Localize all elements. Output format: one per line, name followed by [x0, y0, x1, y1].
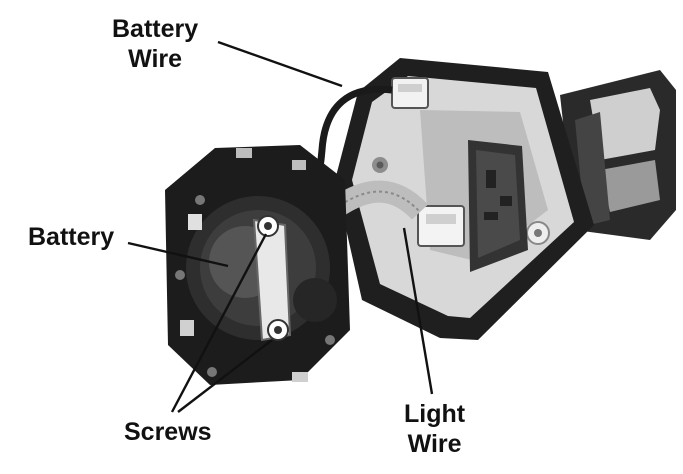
battery-label: Battery — [28, 222, 114, 252]
light-wire-connector — [417, 205, 465, 247]
screws-label-text: Screws — [124, 418, 212, 446]
circuit-board — [468, 140, 528, 272]
leader-light-wire — [402, 227, 434, 395]
battery-label-text: Battery — [28, 223, 115, 251]
battery-wire-label: Battery Wire — [112, 14, 198, 74]
light-wire-label-line2: Wire — [407, 430, 462, 458]
battery-wire-label-line1: Battery — [112, 15, 199, 43]
leader-battery-wire — [217, 40, 343, 88]
light-wire-label: Light Wire — [404, 399, 465, 459]
screws-label: Screws — [124, 417, 212, 447]
leader-battery — [127, 241, 229, 268]
light-wire-label-line1: Light — [404, 400, 466, 428]
leader-screws-lower — [177, 339, 273, 413]
leader-screws-upper — [170, 233, 268, 413]
leader-lines — [127, 40, 434, 413]
battery-wire-label-line2: Wire — [128, 45, 183, 73]
handle-grip — [560, 70, 676, 240]
battery-bracket — [252, 215, 292, 342]
battery-wire-connector — [391, 77, 429, 109]
